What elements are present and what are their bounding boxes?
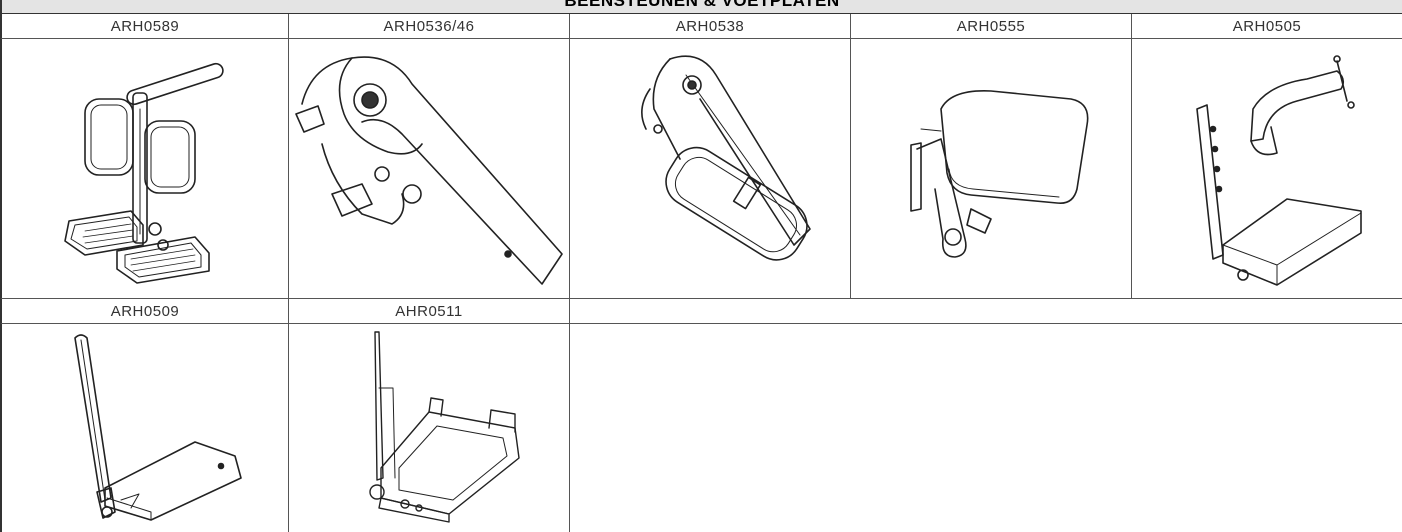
calf-pad-with-clamp-icon [910, 89, 1089, 258]
empty-image-area [570, 324, 1402, 532]
part-image-cell [851, 39, 1132, 299]
legrest-hanger-bracket-icon [294, 55, 563, 285]
single-footplate-icon [74, 334, 242, 521]
footrest-with-heel-strap-icon [1196, 54, 1362, 286]
part-code-label: ARH0538 [570, 14, 851, 39]
part-code-label: ARH0509 [0, 299, 289, 324]
section-title-bar: BEENSTEUNEN & VOETPLATEN [0, 0, 1402, 14]
one-piece-footplate-icon [369, 331, 520, 523]
part-image-cell [0, 324, 289, 532]
elevating-legrest-with-footplates-icon [64, 62, 224, 284]
part-code-label: ARH0589 [0, 14, 289, 39]
section-title: BEENSTEUNEN & VOETPLATEN [564, 0, 840, 10]
empty-label-cell [570, 299, 1402, 324]
part-image-cell [1132, 39, 1402, 299]
part-code-label: ARH0505 [1132, 14, 1402, 39]
part-image-cell [0, 39, 289, 299]
part-image-cell [570, 39, 851, 299]
legrest-with-calf-pad-icon [641, 54, 811, 261]
part-code-label: ARH0536/46 [289, 14, 570, 39]
part-code-label: AHR0511 [289, 299, 570, 324]
part-image-cell [289, 39, 570, 299]
part-code-label: ARH0555 [851, 14, 1132, 39]
part-image-cell [289, 324, 570, 532]
